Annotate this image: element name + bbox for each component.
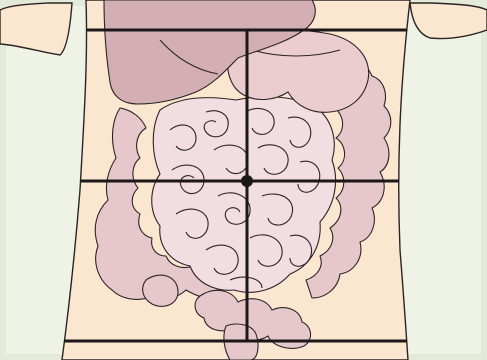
right-arm xyxy=(410,3,487,39)
umbilicus-point xyxy=(241,175,253,187)
cecum-lobe xyxy=(143,275,178,306)
